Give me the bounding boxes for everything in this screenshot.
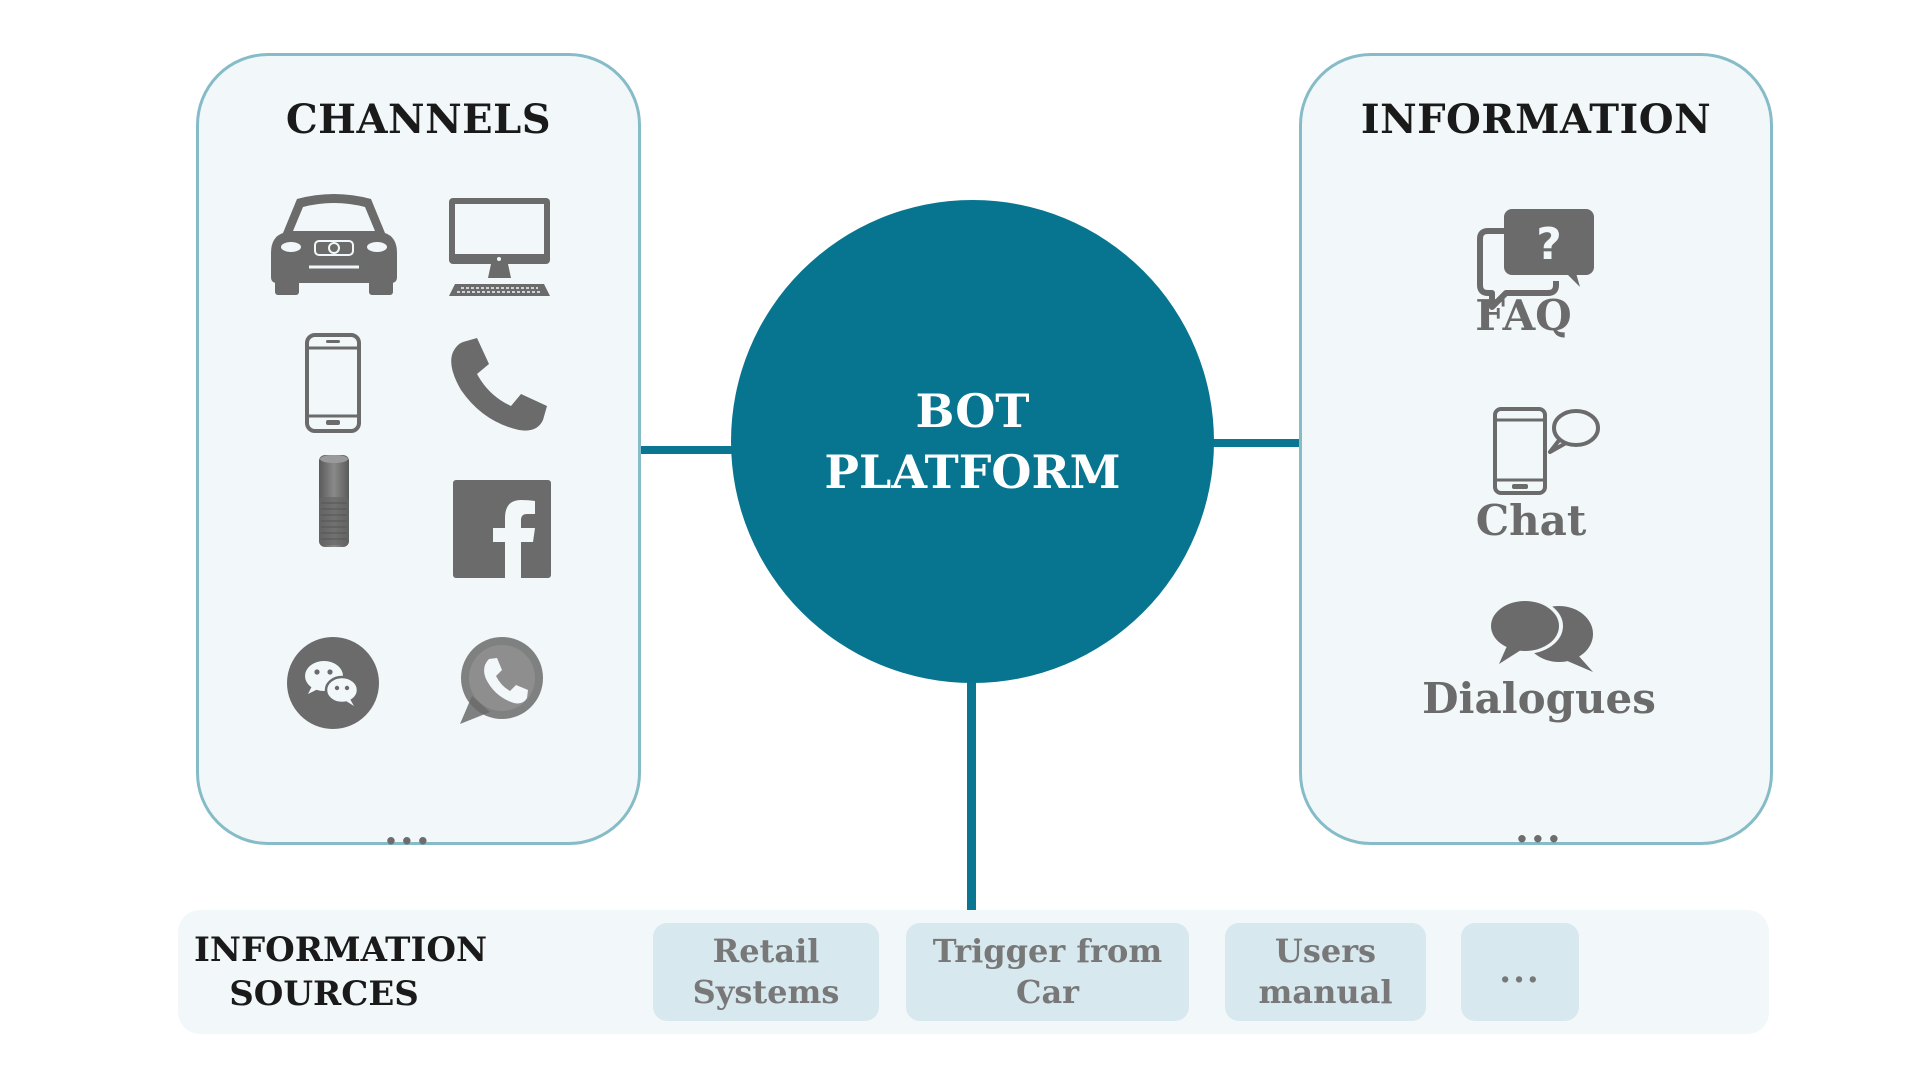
dialogue-bubbles-icon xyxy=(1485,596,1597,674)
channels-connector-line xyxy=(641,446,736,454)
source-box-retail-systems: Retail Systems xyxy=(653,923,879,1021)
bot-platform-label: BOT PLATFORM xyxy=(824,383,1121,499)
info-item-faq: ? FAQ xyxy=(1302,207,1770,337)
car-icon xyxy=(269,191,399,296)
information-connector-line xyxy=(1208,439,1303,447)
smart-speaker-icon xyxy=(317,453,351,549)
svg-text:?: ? xyxy=(1536,219,1562,270)
source-box-more: ... xyxy=(1461,923,1579,1021)
sources-connector-line xyxy=(967,678,976,912)
source-label-trigger-from-car: Trigger from Car xyxy=(932,932,1163,1011)
faq-question-bubbles-icon: ? xyxy=(1476,207,1596,311)
info-item-chat: Chat xyxy=(1302,406,1770,542)
channels-panel: CHANNELS xyxy=(196,53,641,851)
channels-title: CHANNELS xyxy=(285,96,552,143)
source-box-users-manual: Users manual xyxy=(1225,923,1426,1021)
information-sources-title: INFORMATION SOURCES xyxy=(194,930,488,1015)
whatsapp-icon xyxy=(452,634,548,730)
information-title: INFORMATION xyxy=(1360,96,1712,143)
channels-more-dots: ... xyxy=(384,807,432,854)
desktop-computer-icon xyxy=(447,196,552,301)
smartphone-icon xyxy=(304,332,362,434)
source-box-trigger-from-car: Trigger from Car xyxy=(906,923,1189,1021)
phone-handset-icon xyxy=(449,338,549,433)
info-item-dialogues: Dialogues xyxy=(1302,596,1770,720)
chat-label: Chat xyxy=(1475,496,1587,545)
information-sources-band: INFORMATION SOURCES Retail Systems Trigg… xyxy=(178,910,1769,1034)
source-label-more: ... xyxy=(1499,951,1541,992)
source-label-users-manual: Users manual xyxy=(1258,932,1393,1011)
phone-chat-bubble-icon xyxy=(1492,406,1602,496)
dialogues-label: Dialogues xyxy=(1422,674,1656,723)
information-panel: INFORMATION ? FAQ Chat xyxy=(1299,53,1773,849)
bot-platform-circle: BOT PLATFORM xyxy=(731,200,1214,683)
information-more-dots: ... xyxy=(1515,805,1563,852)
facebook-icon xyxy=(453,480,551,578)
wechat-icon xyxy=(286,636,380,730)
source-label-retail-systems: Retail Systems xyxy=(692,932,840,1011)
